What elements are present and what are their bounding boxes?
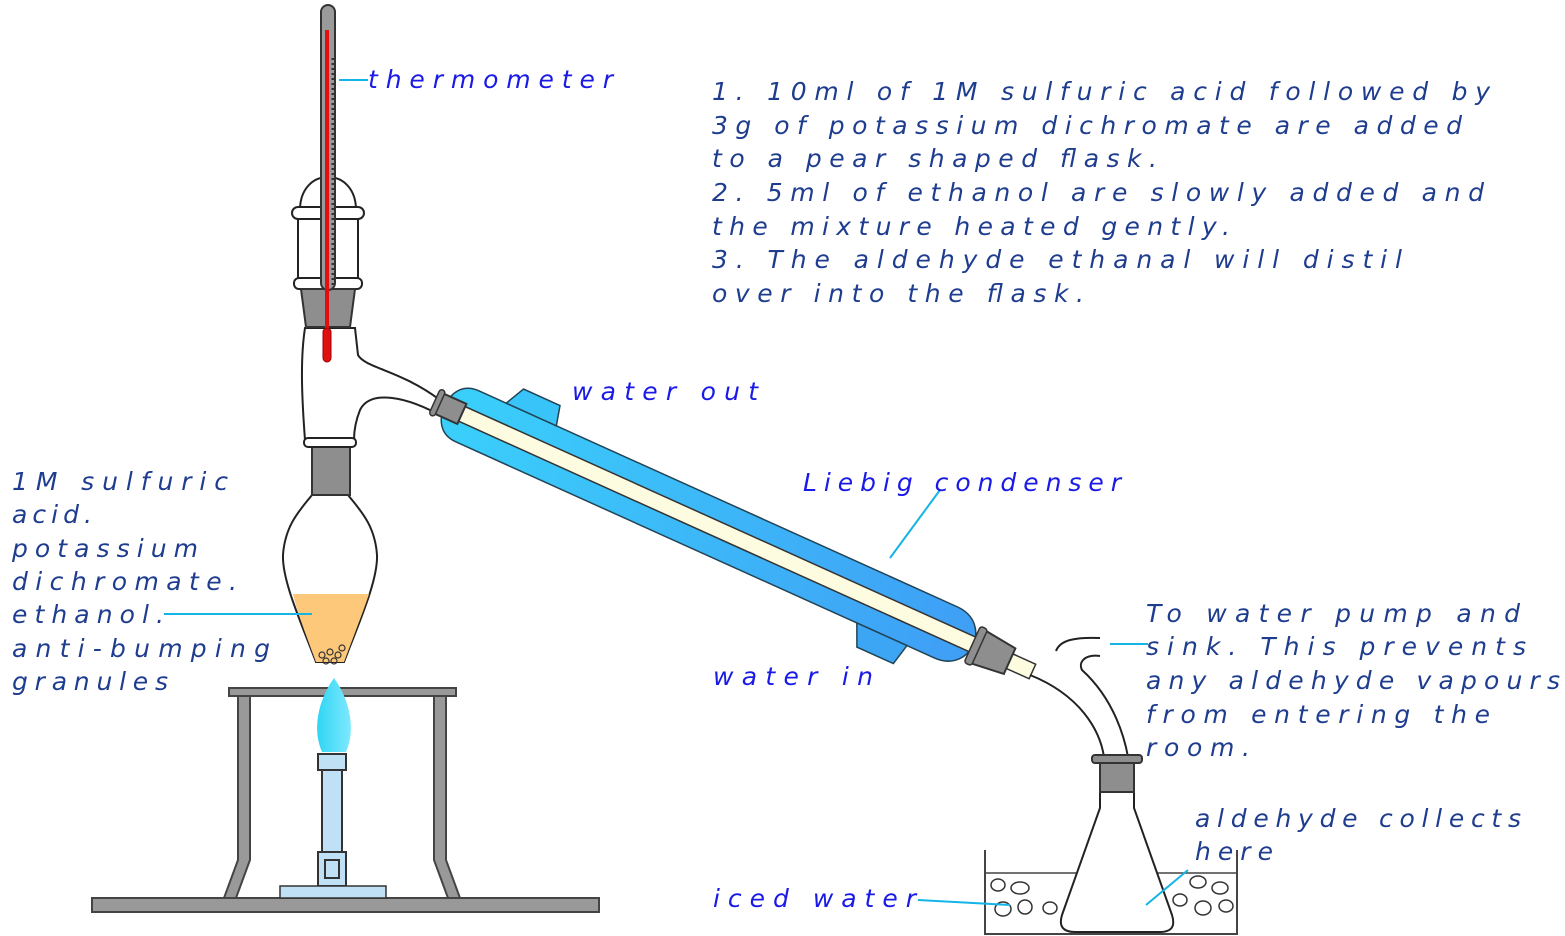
- svg-text:3. The aldehyde ethanal will: 3. The aldehyde ethanal will distil: [712, 245, 1402, 274]
- condenser-label: Liebig condenser: [803, 468, 1123, 497]
- svg-text:any aldehyde vapours: any aldehyde vapours: [1146, 666, 1560, 695]
- svg-text:the mixture heated gently.: the mixture heated gently.: [712, 212, 1230, 241]
- svg-text:dichromate.: dichromate.: [12, 567, 237, 596]
- instructions: 1. 10ml of 1M sulfuric acid followed by …: [712, 77, 1491, 308]
- tripod-stand: [91, 687, 600, 913]
- receiver-adapter: [1029, 636, 1129, 758]
- conical-flask: [1059, 754, 1175, 933]
- svg-text:aldehyde collects: aldehyde collects: [1195, 804, 1521, 833]
- thermometer-label: thermometer: [368, 65, 615, 94]
- svg-text:ethanol.: ethanol.: [12, 600, 164, 629]
- svg-text:here: here: [1195, 837, 1273, 866]
- collects-label: aldehyde collects here: [1195, 804, 1521, 866]
- liebig-condenser: [428, 387, 1037, 680]
- svg-text:To water pump and: To water pump and: [1146, 599, 1520, 628]
- iced-water-label: iced water: [713, 884, 918, 913]
- svg-text:room.: room.: [1146, 733, 1250, 762]
- svg-text:1. 10ml of 1M sulfuric acid fo: 1. 10ml of 1M sulfuric acid followed by: [712, 77, 1491, 106]
- svg-text:2. 5ml of ethanol are slowly a: 2. 5ml of ethanol are slowly added and: [712, 178, 1484, 207]
- svg-text:sink. This prevents: sink. This prevents: [1146, 632, 1526, 661]
- svg-text:to a pear shaped flask.: to a pear shaped flask.: [712, 144, 1157, 173]
- svg-text:3g of potassium dichromate are: 3g of potassium dichromate are added: [712, 111, 1462, 140]
- pear-shaped-flask: [281, 444, 379, 665]
- svg-text:potassium: potassium: [11, 534, 198, 563]
- svg-text:over into the flask.: over into the flask.: [712, 279, 1084, 308]
- leader-lines: [164, 79, 1189, 906]
- water-in-label: water in: [713, 662, 873, 691]
- svg-text:granules: granules: [12, 667, 168, 696]
- svg-text:anti-bumping: anti-bumping: [12, 634, 270, 663]
- flask-contents-label: 1M sulfuric acid. potassium dichromate. …: [11, 467, 270, 696]
- bunsen-burner: [279, 678, 387, 899]
- svg-text:1M sulfuric: 1M sulfuric: [12, 467, 228, 496]
- pump-note: To water pump and sink. This prevents an…: [1146, 599, 1560, 762]
- thermometer: [320, 4, 336, 363]
- still-head: [300, 327, 447, 448]
- svg-text:acid.: acid.: [12, 500, 92, 529]
- water-out-label: water out: [572, 377, 759, 406]
- svg-text:from entering the: from entering the: [1146, 700, 1490, 729]
